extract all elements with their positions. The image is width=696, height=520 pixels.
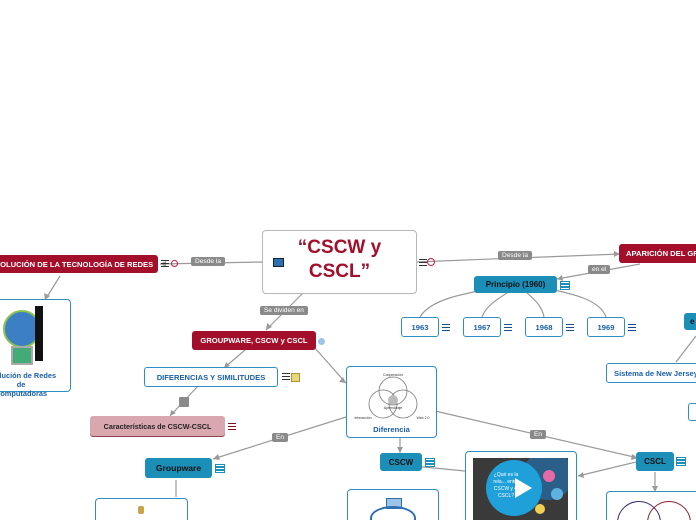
relation-label: En (530, 430, 547, 439)
notes-icon[interactable] (442, 324, 450, 331)
central-topic-line-2: CSCL” (308, 261, 371, 282)
notes-icon[interactable] (560, 281, 570, 290)
evolution-card-title: Evolución de Redes de Computadoras (0, 371, 61, 398)
notes-icon[interactable] (215, 464, 225, 473)
relation-label: Desde la (498, 251, 533, 260)
new-jersey-label: Sistema de New Jersey (614, 368, 696, 378)
cscl-label: CSCL (644, 457, 666, 466)
teal-node-partial[interactable]: e (684, 313, 696, 330)
notes-icon[interactable] (425, 458, 435, 467)
diferencias-label: DIFERENCIAS Y SIMILITUDES (156, 372, 266, 382)
apparition-node[interactable]: APARICIÓN DEL GROUPWARE (619, 244, 696, 263)
cscl-node[interactable]: CSCL (636, 452, 674, 471)
diferencias-node[interactable]: DIFERENCIAS Y SIMILITUDES (144, 367, 278, 387)
image-placeholder-icon (179, 397, 189, 407)
notes-icon[interactable] (628, 324, 636, 331)
caracteristicas-label: Características de CSCW-CSCL (103, 421, 212, 431)
year-1963-node[interactable]: 1963 (401, 317, 439, 337)
relation-label: en el (588, 265, 611, 274)
info-icon[interactable] (318, 338, 325, 345)
play-icon (515, 478, 532, 498)
venn-top-label: Cooperación (383, 373, 403, 377)
groupware-image-card[interactable] (95, 498, 188, 520)
notes-icon[interactable] (228, 423, 236, 430)
principio-node[interactable]: Principio (1960) (474, 276, 557, 293)
orbit-arc (370, 506, 416, 520)
video-card[interactable]: ¿Qué es la rela... entre CSCW y el CSCL? (465, 451, 577, 520)
cscw-node[interactable]: CSCW (380, 453, 422, 471)
diferencia-label: Diferencia (373, 425, 410, 434)
evolution-card-line-1: Evolución de Redes de (0, 371, 57, 389)
image-icon (273, 258, 284, 267)
relation-label: Desde la (191, 257, 226, 266)
groupware-node[interactable]: Groupware (145, 458, 212, 478)
groupware-cscw-cscl-node[interactable]: GROUPWARE, CSCW y CSCL (192, 331, 316, 350)
venn-center-label: Aprendizaje (384, 406, 403, 410)
groupware-cscw-cscl-label: GROUPWARE, CSCW y CSCL (200, 336, 308, 345)
diferencia-card[interactable]: Cooperación Interacción Web 2.0 Aprendiz… (346, 366, 437, 438)
notes-icon[interactable] (676, 457, 686, 466)
principio-label: Principio (1960) (485, 280, 546, 289)
venn-circle-right (647, 501, 691, 520)
notes-icon[interactable] (504, 324, 512, 331)
cscl-image-card[interactable] (606, 491, 696, 520)
cscw-label: CSCW (388, 457, 414, 467)
venn-right-label: Web 2.0 (417, 416, 430, 420)
person-figure-icon (138, 506, 144, 514)
evolution-node[interactable]: EVOLUCIÓN DE LA TECNOLOGÍA DE REDES (0, 255, 158, 273)
year-1963-label: 1963 (411, 322, 429, 332)
year-1969-node[interactable]: 1969 (587, 317, 625, 337)
evolution-label: EVOLUCIÓN DE LA TECNOLOGÍA DE REDES (0, 259, 154, 269)
new-jersey-node[interactable]: Sistema de New Jersey (606, 363, 696, 383)
relation-label: Se dividen en (260, 306, 308, 315)
apparition-label: APARICIÓN DEL GROUPWARE (626, 249, 696, 258)
cscw-image-card[interactable] (347, 489, 439, 520)
year-1967-label: 1967 (473, 322, 491, 332)
year-1969-label: 1969 (597, 322, 615, 332)
relation-label: En (272, 433, 289, 442)
central-topic[interactable]: “CSCW y CSCL” (262, 230, 417, 294)
year-1968-node[interactable]: 1968 (525, 317, 563, 337)
caracteristicas-node[interactable]: Características de CSCW-CSCL (90, 416, 225, 436)
groupware-label: Groupware (155, 463, 202, 473)
notes-icon[interactable] (161, 260, 169, 267)
outline-node-partial[interactable] (688, 403, 696, 421)
link-icon[interactable] (427, 258, 435, 266)
evolution-image-card[interactable]: Evolución de Redes de Computadoras (0, 299, 71, 398)
notes-icon[interactable] (566, 324, 574, 331)
link-icon[interactable] (171, 260, 178, 267)
central-topic-line-1: “CSCW y (297, 237, 382, 258)
network-image (3, 306, 61, 365)
notes-icon[interactable] (419, 259, 427, 266)
venn-left-label: Interacción (354, 416, 371, 420)
venn-diagram: Cooperación Interacción Web 2.0 Aprendiz… (354, 373, 430, 420)
evolution-card-line-2: Computadoras (0, 389, 48, 398)
video-caption: ¿Qué es la rela... entre CSCW y el CSCL? (493, 472, 519, 499)
attachment-icon[interactable] (291, 373, 300, 382)
notes-icon[interactable] (282, 373, 290, 380)
video-play-button[interactable]: ¿Qué es la rela... entre CSCW y el CSCL? (486, 460, 542, 516)
year-1968-label: 1968 (535, 322, 553, 332)
year-1967-node[interactable]: 1967 (463, 317, 501, 337)
